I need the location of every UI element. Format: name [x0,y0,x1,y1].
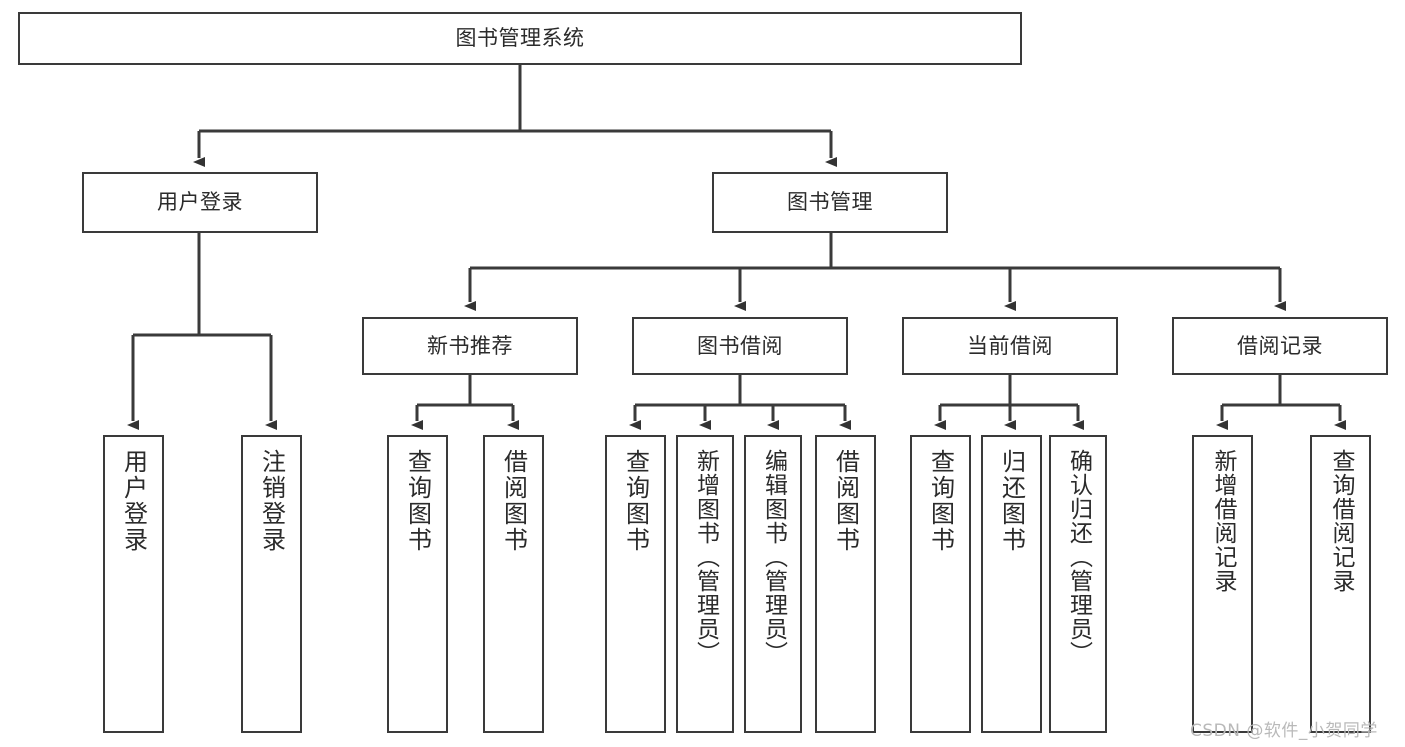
node-borrow-record-label: 借阅记录 [1237,333,1323,358]
csdn-watermark: CSDN @软件_小贺同学 [1190,721,1378,741]
node-new-book-recommend[interactable]: 新书推荐 [362,317,578,375]
leaf-borrow-add-book-label: 新增图书（管理员） [692,449,719,665]
leaf-recommend-borrow-book-label: 借阅图书 [499,449,528,553]
leaf-record-add-record[interactable]: 新增借阅记录 [1192,435,1253,733]
node-borrow-record[interactable]: 借阅记录 [1172,317,1388,375]
node-book-management-label: 图书管理 [787,190,873,215]
node-book-borrow[interactable]: 图书借阅 [632,317,848,375]
leaf-borrow-add-book[interactable]: 新增图书（管理员） [676,435,734,733]
leaf-record-add-record-label: 新增借阅记录 [1210,449,1236,593]
leaf-borrow-edit-book[interactable]: 编辑图书（管理员） [744,435,802,733]
leaf-borrow-query-book[interactable]: 查询图书 [605,435,666,733]
leaf-recommend-query-book-label: 查询图书 [403,449,432,553]
node-book-borrow-label: 图书借阅 [697,333,783,358]
leaf-recommend-query-book[interactable]: 查询图书 [387,435,448,733]
node-book-management[interactable]: 图书管理 [712,172,948,233]
leaf-current-confirm-return-label: 确认归还（管理员） [1065,449,1092,665]
leaf-current-confirm-return[interactable]: 确认归还（管理员） [1049,435,1107,733]
leaf-user-login-logout-label: 注销登录 [257,449,286,553]
node-root-label: 图书管理系统 [455,26,585,51]
node-new-book-recommend-label: 新书推荐 [427,333,513,358]
node-current-borrow-label: 当前借阅 [967,333,1053,358]
leaf-recommend-borrow-book[interactable]: 借阅图书 [483,435,544,733]
leaf-current-query-book[interactable]: 查询图书 [910,435,971,733]
node-current-borrow[interactable]: 当前借阅 [902,317,1118,375]
leaf-record-query-record[interactable]: 查询借阅记录 [1310,435,1371,733]
leaf-user-login-logout[interactable]: 注销登录 [241,435,302,733]
leaf-user-login-login[interactable]: 用户登录 [103,435,164,733]
leaf-user-login-login-label: 用户登录 [119,449,148,553]
node-user-login-label: 用户登录 [157,190,243,215]
leaf-current-query-book-label: 查询图书 [926,449,955,553]
leaf-current-return-book-label: 归还图书 [997,449,1026,553]
leaf-current-return-book[interactable]: 归还图书 [981,435,1042,733]
leaf-borrow-edit-book-label: 编辑图书（管理员） [760,449,787,665]
node-user-login[interactable]: 用户登录 [82,172,318,233]
leaf-borrow-borrow-book-label: 借阅图书 [831,449,860,553]
leaf-borrow-borrow-book[interactable]: 借阅图书 [815,435,876,733]
leaf-borrow-query-book-label: 查询图书 [621,449,650,553]
node-root[interactable]: 图书管理系统 [18,12,1022,65]
leaf-record-query-record-label: 查询借阅记录 [1328,449,1354,593]
